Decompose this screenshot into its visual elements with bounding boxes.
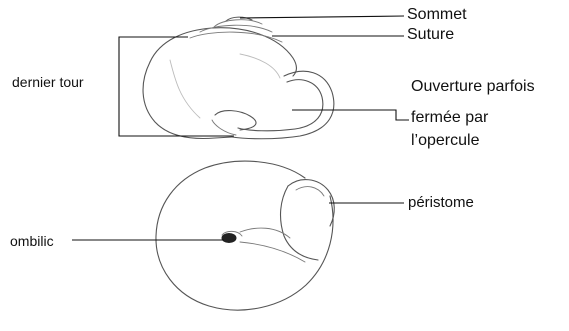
leader-sommet	[240, 16, 404, 18]
label-ouverture-line1: Ouverture parfois	[411, 76, 535, 98]
shell-umbilical-view	[156, 161, 334, 310]
label-ouverture-line3: l’opercule	[411, 130, 479, 152]
leader-dernier-tour	[119, 37, 234, 136]
label-suture: Suture	[407, 24, 454, 46]
label-ombilic: ombilic	[10, 230, 54, 252]
label-peristome: péristome	[408, 192, 474, 214]
leader-ouverture	[292, 110, 409, 120]
label-ouverture-line2: fermée par	[411, 107, 488, 129]
label-sommet: Sommet	[407, 4, 467, 26]
leader-lines	[72, 16, 409, 240]
label-dernier-tour: dernier tour	[12, 71, 84, 93]
shell-side-view	[143, 17, 334, 139]
